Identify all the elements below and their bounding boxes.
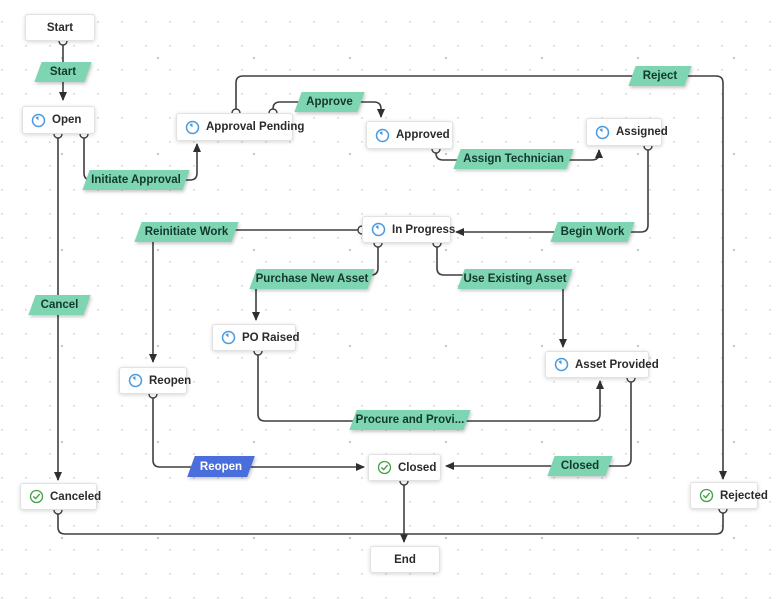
transition-label-procure-and-provide[interactable]: Procure and Provi... [349,410,471,430]
state-node-asset-provided[interactable]: Asset Provided [545,351,659,378]
state-node-label: Assigned [616,126,668,138]
transition-label-use-existing-asset[interactable]: Use Existing Asset [457,269,573,289]
clock-icon [221,330,236,345]
state-node-approved[interactable]: Approved [366,121,453,149]
transition-label-reinitiate-work[interactable]: Reinitiate Work [134,222,239,242]
edge-approved-assigned [435,149,603,161]
clock-icon [31,113,46,128]
transition-label-reopen[interactable]: Reopen [187,456,255,477]
state-node-in-progress[interactable]: In Progress [362,216,455,243]
state-node-label: Canceled [50,490,102,503]
state-node-end[interactable]: End [370,546,440,573]
transition-label-begin-work[interactable]: Begin Work [550,222,635,242]
edge-approval-pending-rejected [235,75,727,480]
state-node-label: Approved [396,129,450,141]
state-node-label: Rejected [720,489,768,502]
edge-assigned-in-progress [455,150,649,236]
clock-icon [595,125,610,140]
state-node-approval-pending[interactable]: Approval Pending [176,113,304,141]
state-node-start[interactable]: Start [25,14,95,41]
state-node-label: Open [52,114,82,126]
state-node-closed[interactable]: Closed [368,454,441,481]
transition-label-initiate-approval[interactable]: Initiate Approval [82,170,190,190]
transition-label-start[interactable]: Start [34,62,92,82]
state-node-label: PO Raised [242,331,300,344]
transition-label-cancel[interactable]: Cancel [28,295,91,315]
clock-icon [128,373,143,388]
state-node-assigned[interactable]: Assigned [586,118,668,146]
state-node-rejected[interactable]: Rejected [690,482,768,509]
state-node-label: End [394,553,416,566]
state-node-label: Approval Pending [206,121,305,133]
state-node-label: Start [46,21,74,34]
clock-icon [554,357,569,372]
edge-approval-pending-approved [272,101,385,118]
check-circle-icon [699,488,714,503]
edge-reopen-closed [152,398,365,471]
edge-asset-provided-closed [445,382,632,470]
state-node-po-raised[interactable]: PO Raised [212,324,300,351]
check-circle-icon [29,489,44,504]
clock-icon [185,120,200,135]
state-node-reopen[interactable]: Reopen [119,367,191,394]
transition-label-approve[interactable]: Approve [294,92,365,112]
state-node-label: Closed [398,461,437,474]
transition-label-closed[interactable]: Closed [547,456,613,476]
clock-icon [375,128,390,143]
state-node-label: In Progress [392,223,456,236]
check-circle-icon [377,460,392,475]
connector-port-hooks [53,40,728,515]
state-node-canceled[interactable]: Canceled [20,483,101,510]
edge-in-progress-asset-provided [436,247,567,348]
transition-label-reject[interactable]: Reject [628,66,692,86]
state-node-label: Asset Provided [575,358,659,371]
edge-rejected-end [404,513,724,535]
state-node-label: Reopen [149,374,192,387]
state-node-open[interactable]: Open [22,106,95,134]
clock-icon [371,222,386,237]
transition-label-purchase-new-asset[interactable]: Purchase New Asset [249,269,375,289]
transition-label-assign-technician[interactable]: Assign Technician [453,149,574,169]
edge-canceled-end [57,514,404,535]
